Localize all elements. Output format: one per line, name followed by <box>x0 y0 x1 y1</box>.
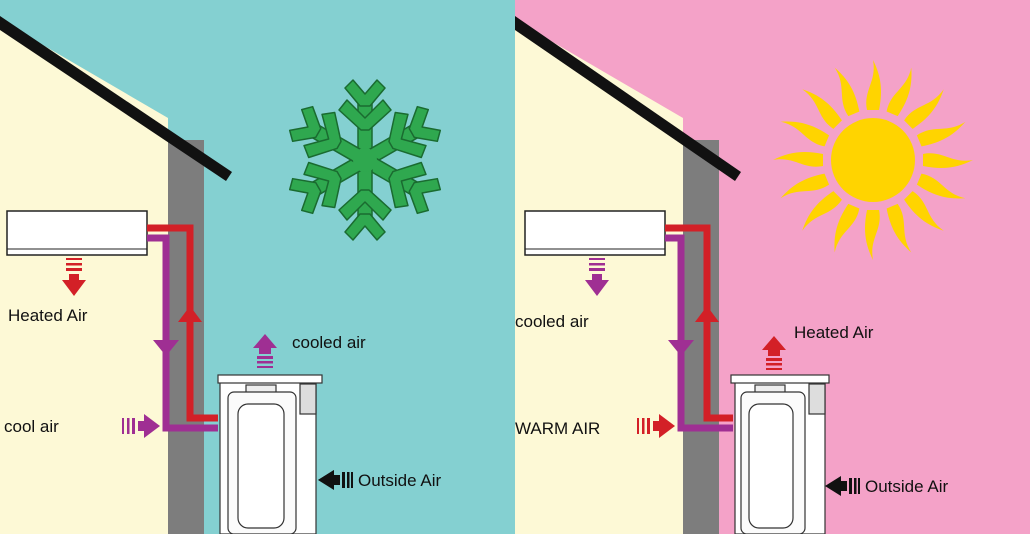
outdoor-unit-icon <box>730 374 830 534</box>
heating-mode-panel: cooled air Heated Air WARM AIR Outside A… <box>515 0 1030 534</box>
cooling-mode-panel: Heated Air cooled air cool air Outside A… <box>0 0 515 534</box>
sun-icon <box>773 60 973 260</box>
refrigerant-line-hot <box>147 224 218 422</box>
arrow-icon <box>637 414 675 438</box>
refrigerant-line-cool <box>147 234 218 432</box>
house-wall <box>168 140 204 534</box>
arrow-icon <box>762 336 786 370</box>
outdoor-output-label: Heated Air <box>794 323 874 342</box>
refrigerant-line-hot <box>665 224 733 422</box>
arrow-icon <box>178 306 202 322</box>
cooling-mode-diagram <box>0 0 515 534</box>
wall-input-label: cool air <box>4 417 59 436</box>
outdoor-output-label: cooled air <box>292 333 366 352</box>
arrow-icon <box>153 340 179 356</box>
roof-line <box>0 16 232 181</box>
outdoor-input-label: Outside Air <box>865 477 949 496</box>
indoor-unit-icon <box>524 210 666 256</box>
arrow-icon <box>695 306 719 322</box>
heating-mode-diagram <box>515 0 1030 534</box>
house-wall <box>683 140 719 534</box>
indoor-output-label: Heated Air <box>8 306 88 325</box>
indoor-output-label: cooled air <box>515 312 589 331</box>
outdoor-input-label: Outside Air <box>358 471 442 490</box>
roof-line <box>515 16 741 181</box>
snowflake-icon <box>281 79 449 241</box>
arrow-icon <box>318 470 353 490</box>
house-interior <box>0 20 168 534</box>
outdoor-unit-icon <box>217 374 323 534</box>
arrow-icon <box>585 258 609 296</box>
arrow-icon <box>825 476 860 496</box>
arrow-icon <box>668 340 694 356</box>
indoor-unit-icon <box>6 210 148 256</box>
refrigerant-line-cool <box>665 234 733 432</box>
arrow-icon <box>62 258 86 296</box>
arrow-icon <box>122 414 160 438</box>
arrow-icon <box>253 334 277 368</box>
wall-input-label: WARM AIR <box>515 419 601 438</box>
